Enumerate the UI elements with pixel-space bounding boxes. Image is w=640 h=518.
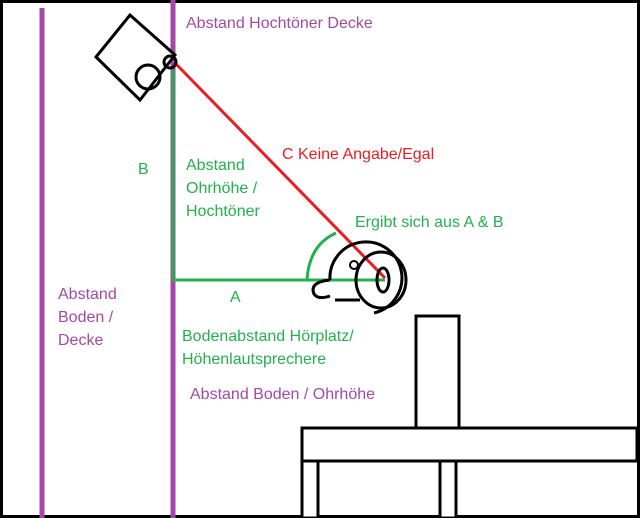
angle-arc bbox=[305, 231, 337, 281]
label-floor-ear: Abstand Boden / Ohrhöhe bbox=[190, 386, 376, 403]
label-ear-tweeter: Abstand Ohrhöhe / Hochtöner bbox=[186, 154, 260, 223]
chair bbox=[300, 314, 639, 518]
listener-head bbox=[311, 240, 408, 315]
label-angle-note: Ergibt sich aus A & B bbox=[355, 214, 504, 231]
label-floor-ceiling-line1: Abstand bbox=[58, 286, 117, 303]
label-leg-a: A bbox=[230, 289, 241, 306]
label-hypotenuse-c: C Keine Angabe/Egal bbox=[282, 146, 435, 163]
label-seat-speaker: Bodenabstand Hörplatz/ Höhenlautsprecher… bbox=[182, 325, 354, 371]
label-floor-ceiling: Abstand Boden / Decke bbox=[58, 283, 117, 352]
label-seat-speaker-line1: Bodenabstand Hörplatz/ bbox=[182, 328, 354, 345]
label-tweeter-ceiling: Abstand Hochtöner Decke bbox=[186, 15, 373, 32]
ceiling-speaker bbox=[93, 12, 178, 103]
label-leg-b: B bbox=[138, 161, 149, 178]
label-ear-tweeter-line1: Abstand bbox=[186, 157, 245, 174]
label-ear-tweeter-line3: Hochtöner bbox=[186, 203, 260, 220]
hypotenuse-c-line bbox=[174, 62, 387, 280]
label-floor-ceiling-line2: Boden / bbox=[58, 309, 114, 326]
label-floor-ceiling-line3: Decke bbox=[58, 332, 104, 349]
label-ear-tweeter-line2: Ohrhöhe / bbox=[186, 180, 258, 197]
label-seat-speaker-line2: Höhenlautsprechere bbox=[182, 351, 327, 368]
